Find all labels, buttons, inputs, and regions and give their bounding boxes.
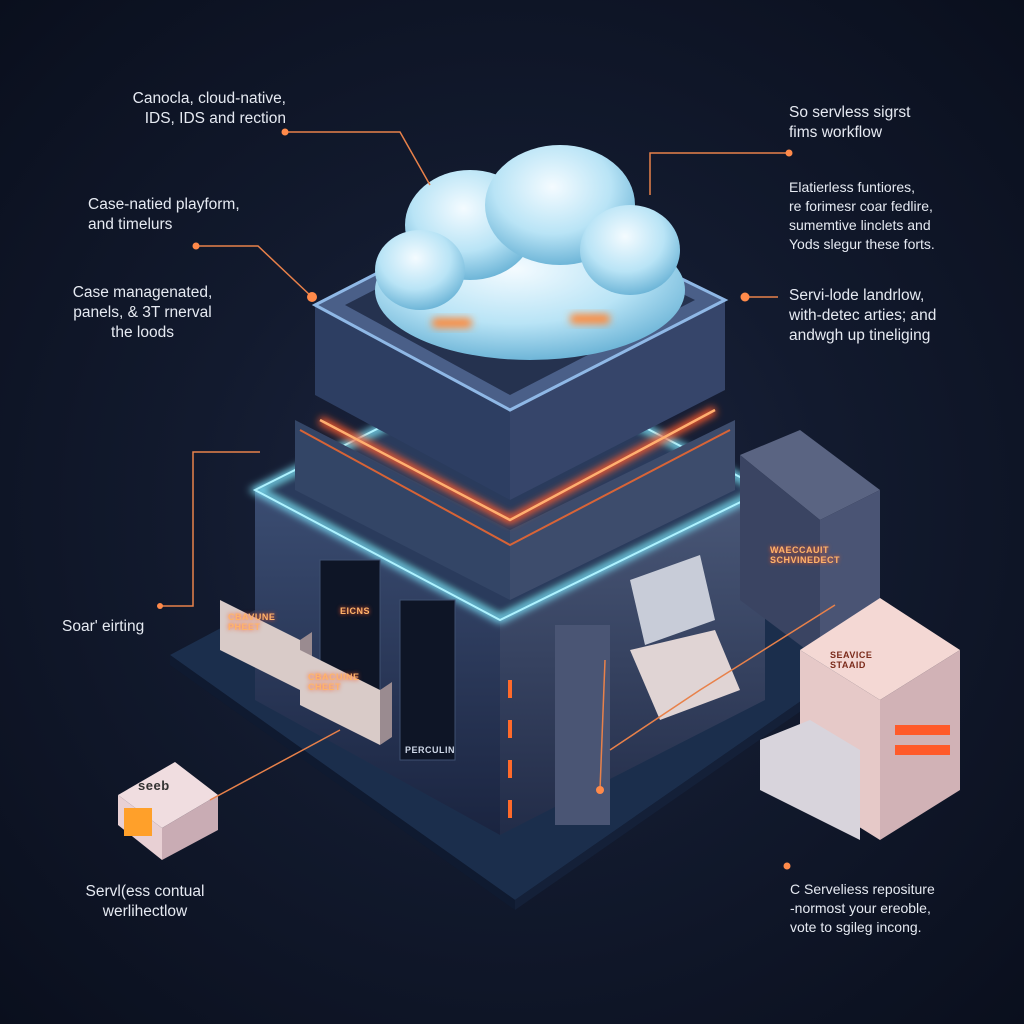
front-sign: EICNS [340,606,371,616]
label-mid-right: Elatierless funtiores, re forimesr coar … [789,179,935,252]
label-soar: Soar' eirting [62,618,145,635]
server-cards [220,600,392,745]
card-tag-1: CBAVUNE PHEET [228,612,276,632]
leader-dots [157,128,793,870]
label-bottom-left: Servl(ess contual werlihectlow [85,883,205,920]
cloud-icon [375,145,685,360]
front-panel-tag: PERCULIN [405,745,456,755]
card-tag-2: CBACUINE CHEET [308,672,360,692]
tower-middle [295,406,735,600]
label-top-right: So servless sigrst fims workflow [789,104,911,141]
rack-tag: WAECCAUIT SCHVINEDECT [770,545,841,565]
edge-device-cube [118,762,218,860]
label-right-flow: Servi-lode landrlow, with-detec arties; … [789,287,937,344]
label-case-management: Case managenated, panels, & 3T rnerval t… [72,284,213,341]
service-box [760,598,960,840]
leader-lines [160,131,836,801]
label-mid-left: Case-natied playform, and timelurs [88,196,240,233]
label-bottom-right: C Serveliess repositure -normost your er… [790,881,935,935]
cube-tag: seeb [138,778,170,793]
label-top-left: Canocla, cloud-native, IDS, IDS and rect… [132,90,286,127]
service-box-tag: SEAVICE STAAID [830,650,873,670]
